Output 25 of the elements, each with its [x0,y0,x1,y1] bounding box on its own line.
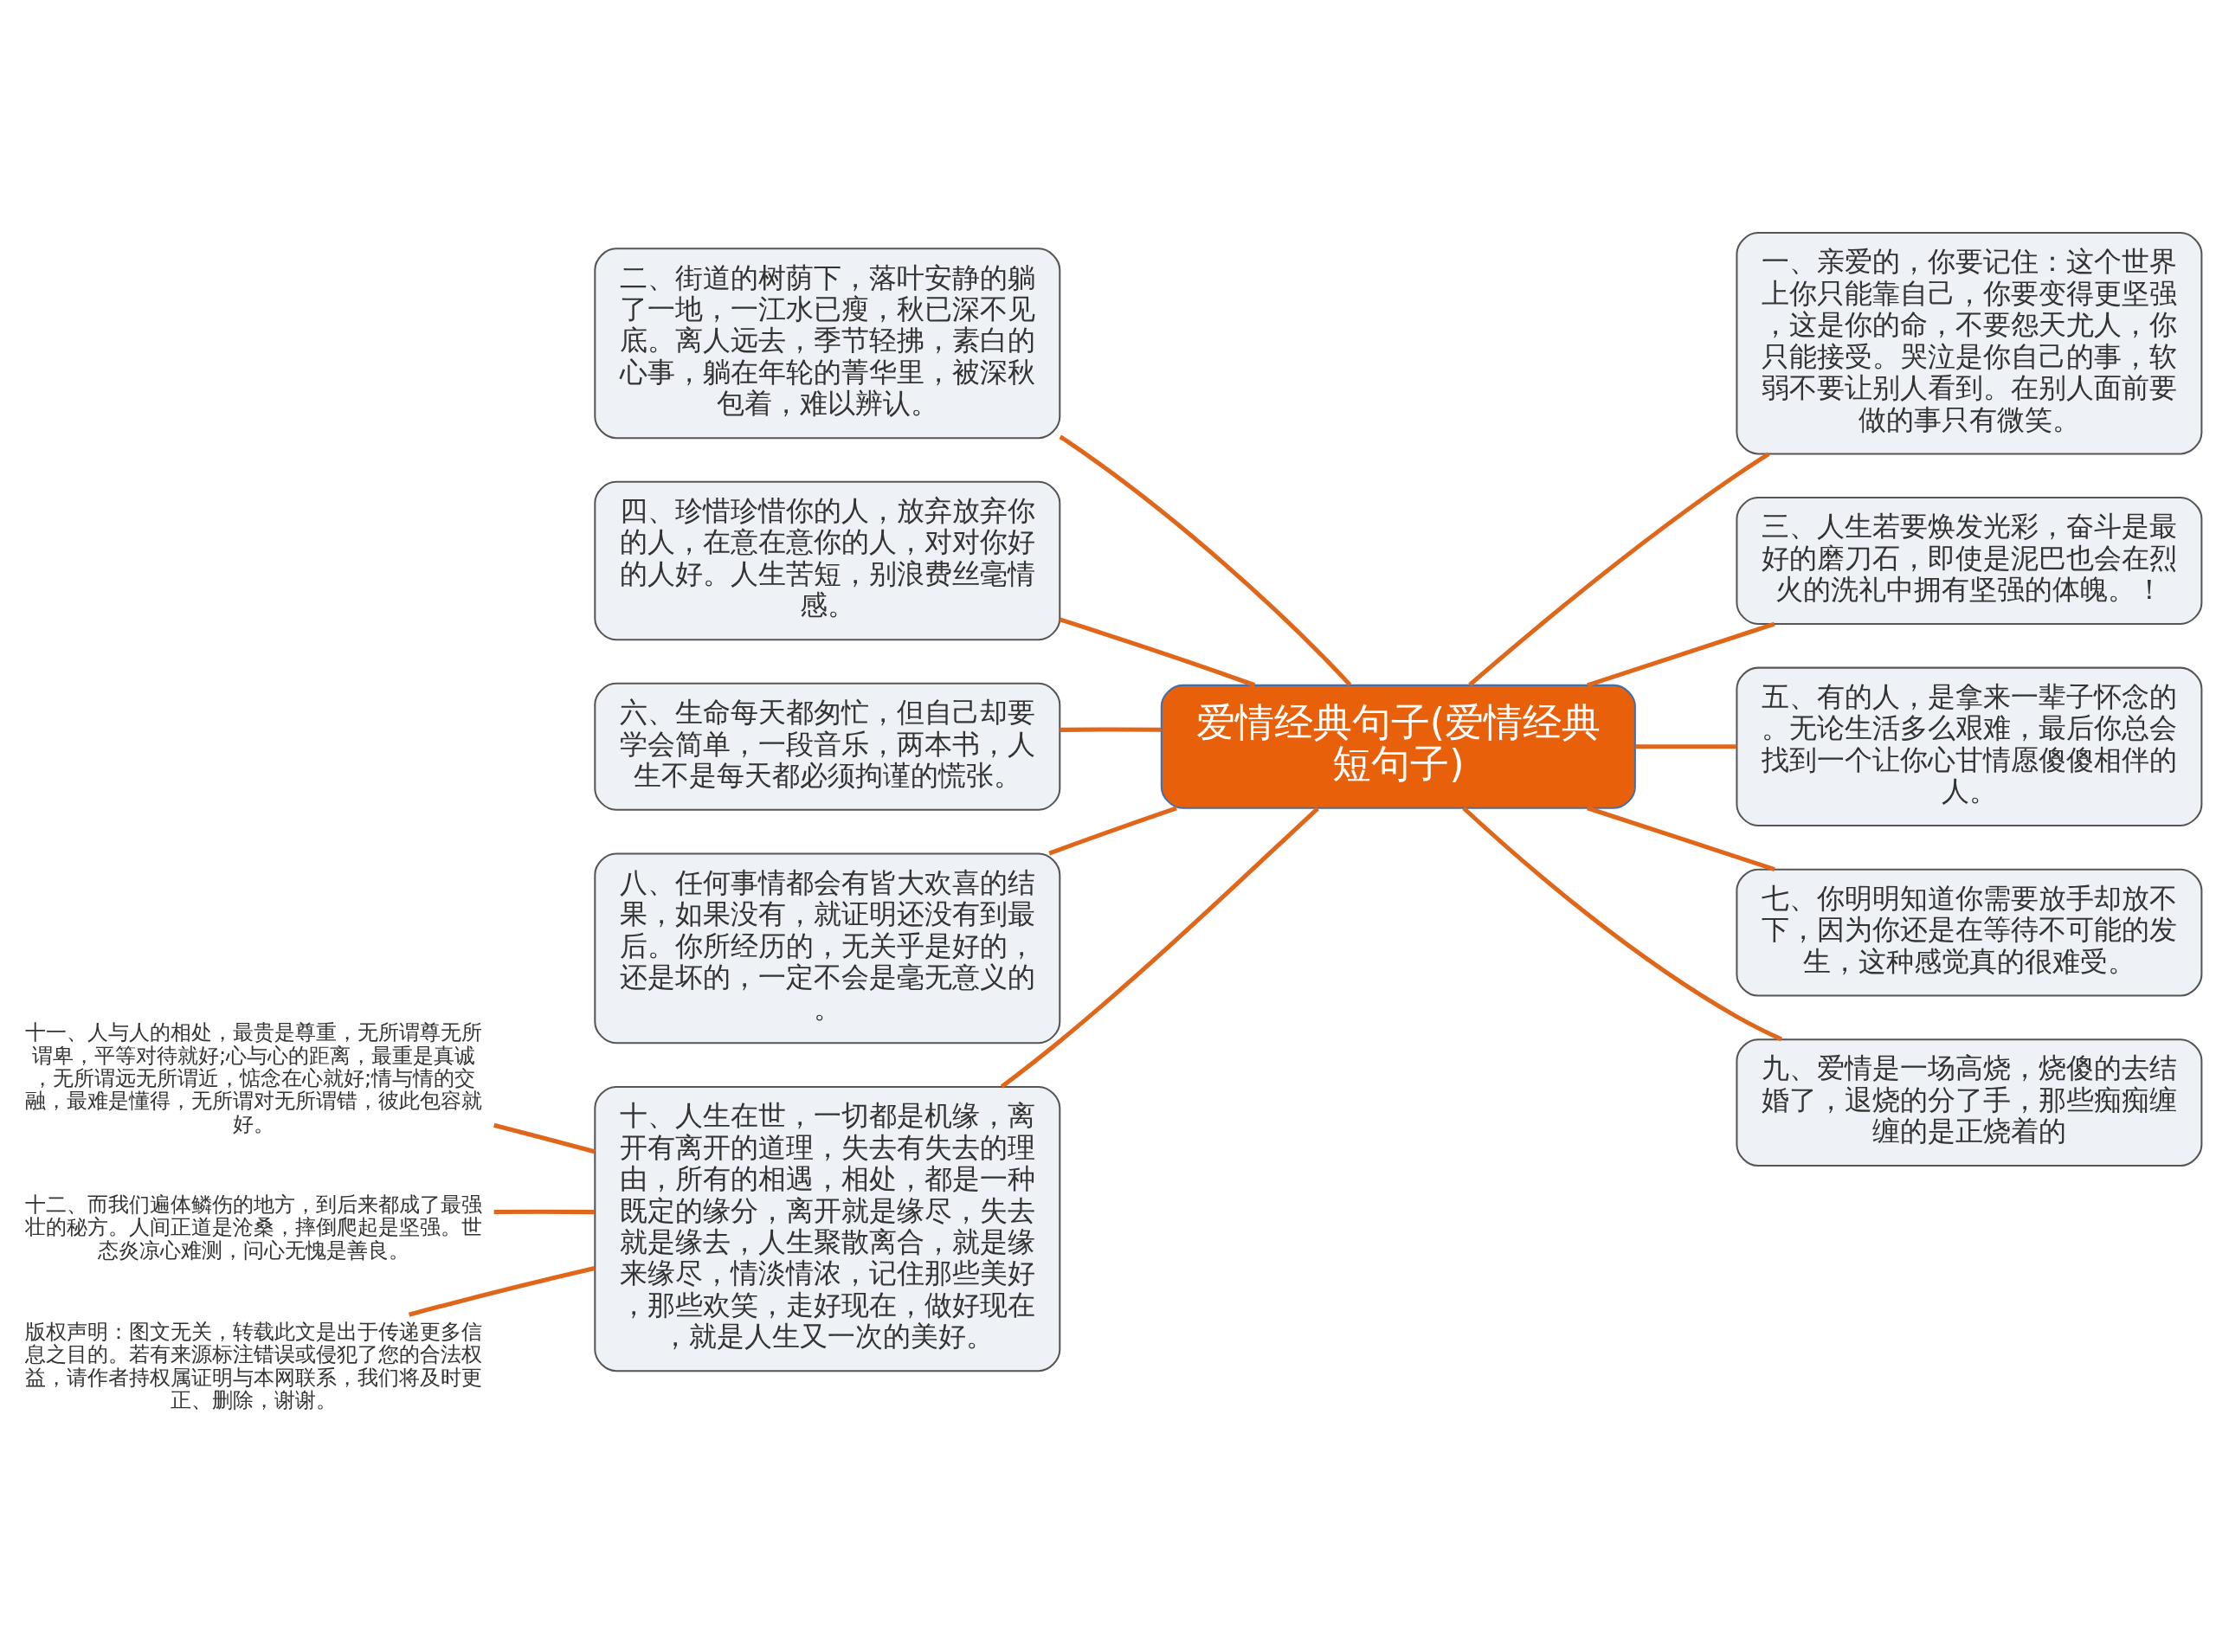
connector [1059,617,1256,687]
node-text: 版权声明：图文无关，转载此文是出于传递更多信息之目的。若有来源标注错误或侵犯了您的合法权益，请作者持权属证明与本网联系，我们将及时更正、删除，谢谢。 [25,1318,483,1412]
node-box: 四、珍惜珍惜你的人，放弃放弃你的人，在意在意你的人，对对你好的人好。人生苦短，别浪费丝毫情感。 [594,480,1061,640]
connector [1048,805,1177,855]
connector [1587,621,1775,687]
node-box: 九、爱情是一场高烧，烧傻的去结婚了，退烧的分了手，那些痴痴缠缠的是正烧着的 [1736,1038,2203,1167]
node-box: 七、你明明知道你需要放手却放不下，因为你还是在等待不可能的发生，这种感觉真的很难受。 [1736,868,2203,997]
node-box: 二、街道的树荫下，落叶安静的躺了一地，一江水已瘦，秋已深不见底。离人远去，季节轻拂，素白的心事，躺在年轮的菁华里，被深秋包着，难以辨认。 [594,247,1061,439]
connector [408,1265,596,1317]
node-box: 五、有的人，是拿来一辈子怀念的。无论生活多么艰难，最后你总会找到一个让你心甘情愿傻傻相伴的人。 [1736,666,2203,826]
node-box: 六、生命每天都匆忙，但自己却要学会简单，一段音乐，两本书，人生不是每天都必须拘谨的慌张。 [594,682,1061,811]
node-box: 十、人生在世，一切都是机缘，离开有离开的道理，失去有失去的理由，所有的相遇，相处，都是一种既定的缘分，离开就是缘尽，失去就是缘去，人生聚散离合，就是缘来缘尽，情淡情浓，记住那些美好，那些欢笑，走好现在，做好现在，就是人生又一次的美好。 [594,1085,1061,1372]
connector [1059,434,1352,686]
connector [493,1209,595,1214]
connector [493,1122,596,1154]
node-box: 爱情经典句子(爱情经典短句子) [1160,684,1636,809]
node-box: 八、任何事情都会有皆大欢喜的结果，如果没有，就证明还没有到最后。你所经历的，无关乎是好的，还是坏的，一定不会是毫无意义的。 [594,852,1061,1044]
connector [1587,805,1775,871]
node-box: 三、人生若要焕发光彩，奋斗是最好的磨刀石，即使是泥巴也会在烈火的洗礼中拥有坚强的体魄。！ [1736,496,2203,625]
node-text: 十一、人与人的相处，最贵是尊重，无所谓尊无所谓卑，平等对待就好;心与心的距离，最重是真诚，无所谓远无所谓近，惦念在心就好;情与情的交融，最难是懂得，无所谓对无所谓错，彼此包容就好。 [25,1019,483,1136]
connector [1468,451,1770,686]
connector [1060,727,1162,732]
node-text: 十二、而我们遍体鳞伤的地方，到后来都成了最强壮的秘方。人间正道是沧桑，摔倒爬起是坚强。世态炎凉心难测，问心无愧是善良。 [25,1191,483,1263]
connector [1635,743,1737,749]
node-box: 一、亲爱的，你要记住：这个世界上你只能靠自己，你要变得更坚强，这是你的命，不要怨天尤人，你只能接受。哭泣是你自己的事，软弱不要让别人看到。在别人面前要做的事只有微笑。 [1736,231,2203,454]
